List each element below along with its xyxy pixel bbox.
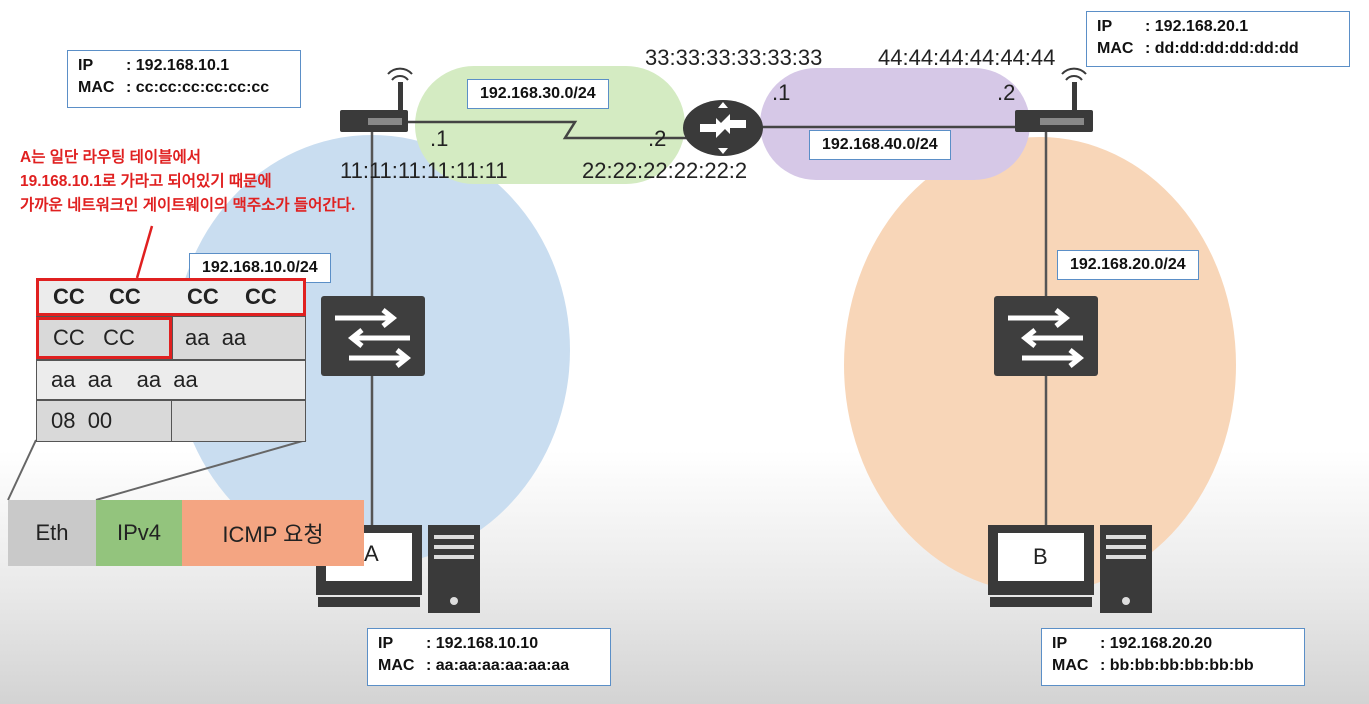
host-a-mac-label: MAC bbox=[378, 657, 415, 674]
frame-dest-tail: CC CC bbox=[36, 317, 172, 359]
right-router-mac: 44:44:44:44:44:44 bbox=[878, 45, 1056, 70]
frame-row-src-mac: aa aa aa aa bbox=[36, 360, 306, 400]
router-a-mac-value: : cc:cc:cc:cc:cc:cc bbox=[126, 79, 270, 96]
host-b-computer bbox=[988, 525, 1152, 613]
host-a-label: A bbox=[364, 541, 379, 566]
frame-dest-byte-1: CC bbox=[53, 284, 85, 309]
annotation-line-2: 19.168.10.1로 가라고 되어있기 때문에 bbox=[20, 173, 272, 190]
annotation-pointer-line bbox=[135, 225, 154, 279]
frame-dest-byte-3: CC bbox=[187, 284, 219, 309]
router-a-info: IP : 192.168.10.1 MAC : cc:cc:cc:cc:cc:cc bbox=[67, 50, 301, 108]
host-a-info: IP : 192.168.10.10 MAC : aa:aa:aa:aa:aa:aa bbox=[367, 628, 611, 686]
net-30-label: 192.168.30.0/24 bbox=[467, 79, 609, 109]
net-20-label: 192.168.20.0/24 bbox=[1057, 250, 1199, 280]
frame-src-tail: aa aa aa aa bbox=[51, 367, 198, 392]
router-b-mac-label: MAC bbox=[1097, 40, 1134, 57]
annotation-line-3: 가까운 네트워크인 게이트웨이의 맥주소가 들어간다. bbox=[20, 197, 356, 214]
frame-row-dest-mac: CC CC CC CC bbox=[36, 278, 306, 316]
center-right-dot: .1 bbox=[772, 80, 791, 105]
host-a-mac-value: : aa:aa:aa:aa:aa:aa bbox=[426, 657, 570, 674]
host-b-info: IP : 192.168.20.20 MAC : bb:bb:bb:bb:bb:bb bbox=[1041, 628, 1305, 686]
annotation-line-1: A는 일단 라우팅 테이블에서 bbox=[20, 149, 201, 166]
host-b-ip-label: IP bbox=[1052, 635, 1068, 652]
left-switch bbox=[321, 296, 425, 376]
host-b-mac-label: MAC bbox=[1052, 657, 1089, 674]
projection-line-right bbox=[95, 439, 307, 501]
net-40-area bbox=[760, 68, 1030, 180]
packet-ipv4: IPv4 bbox=[96, 500, 182, 566]
net-40-label: 192.168.40.0/24 bbox=[809, 130, 951, 160]
frame-row-dest-src-mac: CC CC aa aa bbox=[36, 316, 306, 360]
annotation-note: A는 일단 라우팅 테이블에서 19.168.10.1로 가라고 되어있기 때문… bbox=[20, 146, 355, 218]
right-router bbox=[1015, 67, 1093, 132]
frame-dest-byte-4: CC bbox=[245, 284, 277, 309]
center-left-mac: 22:22:22:22:22:2 bbox=[582, 158, 748, 183]
serial-link-left bbox=[405, 120, 690, 140]
host-a-ip-value: : 192.168.10.10 bbox=[426, 635, 539, 652]
packet-eth: Eth bbox=[8, 500, 96, 566]
center-router bbox=[683, 100, 763, 156]
router-b-info: IP : 192.168.20.1 MAC : dd:dd:dd:dd:dd:dd bbox=[1086, 11, 1350, 67]
left-router-mac: 11:11:11:11:11:11 bbox=[340, 158, 508, 183]
host-b-label: B bbox=[1033, 544, 1048, 569]
host-b-mac-value: : bb:bb:bb:bb:bb:bb bbox=[1100, 657, 1254, 674]
packet-icmp: ICMP 요청 bbox=[182, 500, 364, 566]
projection-line-left bbox=[7, 439, 37, 501]
router-b-ip-label: IP bbox=[1097, 18, 1113, 35]
frame-src-head: aa aa bbox=[172, 317, 246, 359]
host-b-ip-value: : 192.168.20.20 bbox=[1100, 635, 1213, 652]
router-a-ip-label: IP bbox=[78, 57, 94, 74]
host-a-ip-label: IP bbox=[378, 635, 394, 652]
right-switch bbox=[994, 296, 1098, 376]
router-b-mac-value: : dd:dd:dd:dd:dd:dd bbox=[1145, 40, 1299, 57]
router-a-mac-label: MAC bbox=[78, 79, 115, 96]
frame-row-type: 08 00 bbox=[36, 400, 306, 442]
frame-type-value: 08 00 bbox=[37, 401, 172, 441]
router-a-ip-value: : 192.168.10.1 bbox=[126, 57, 230, 74]
left-router bbox=[340, 67, 413, 132]
center-left-dot: .2 bbox=[648, 126, 667, 151]
right-router-dot: .2 bbox=[997, 80, 1016, 105]
router-b-ip-value: : 192.168.20.1 bbox=[1145, 18, 1249, 35]
center-right-mac: 33:33:33:33:33:33 bbox=[645, 45, 823, 70]
frame-dest-byte-2: CC bbox=[109, 284, 141, 309]
left-router-dot: .1 bbox=[430, 126, 449, 151]
